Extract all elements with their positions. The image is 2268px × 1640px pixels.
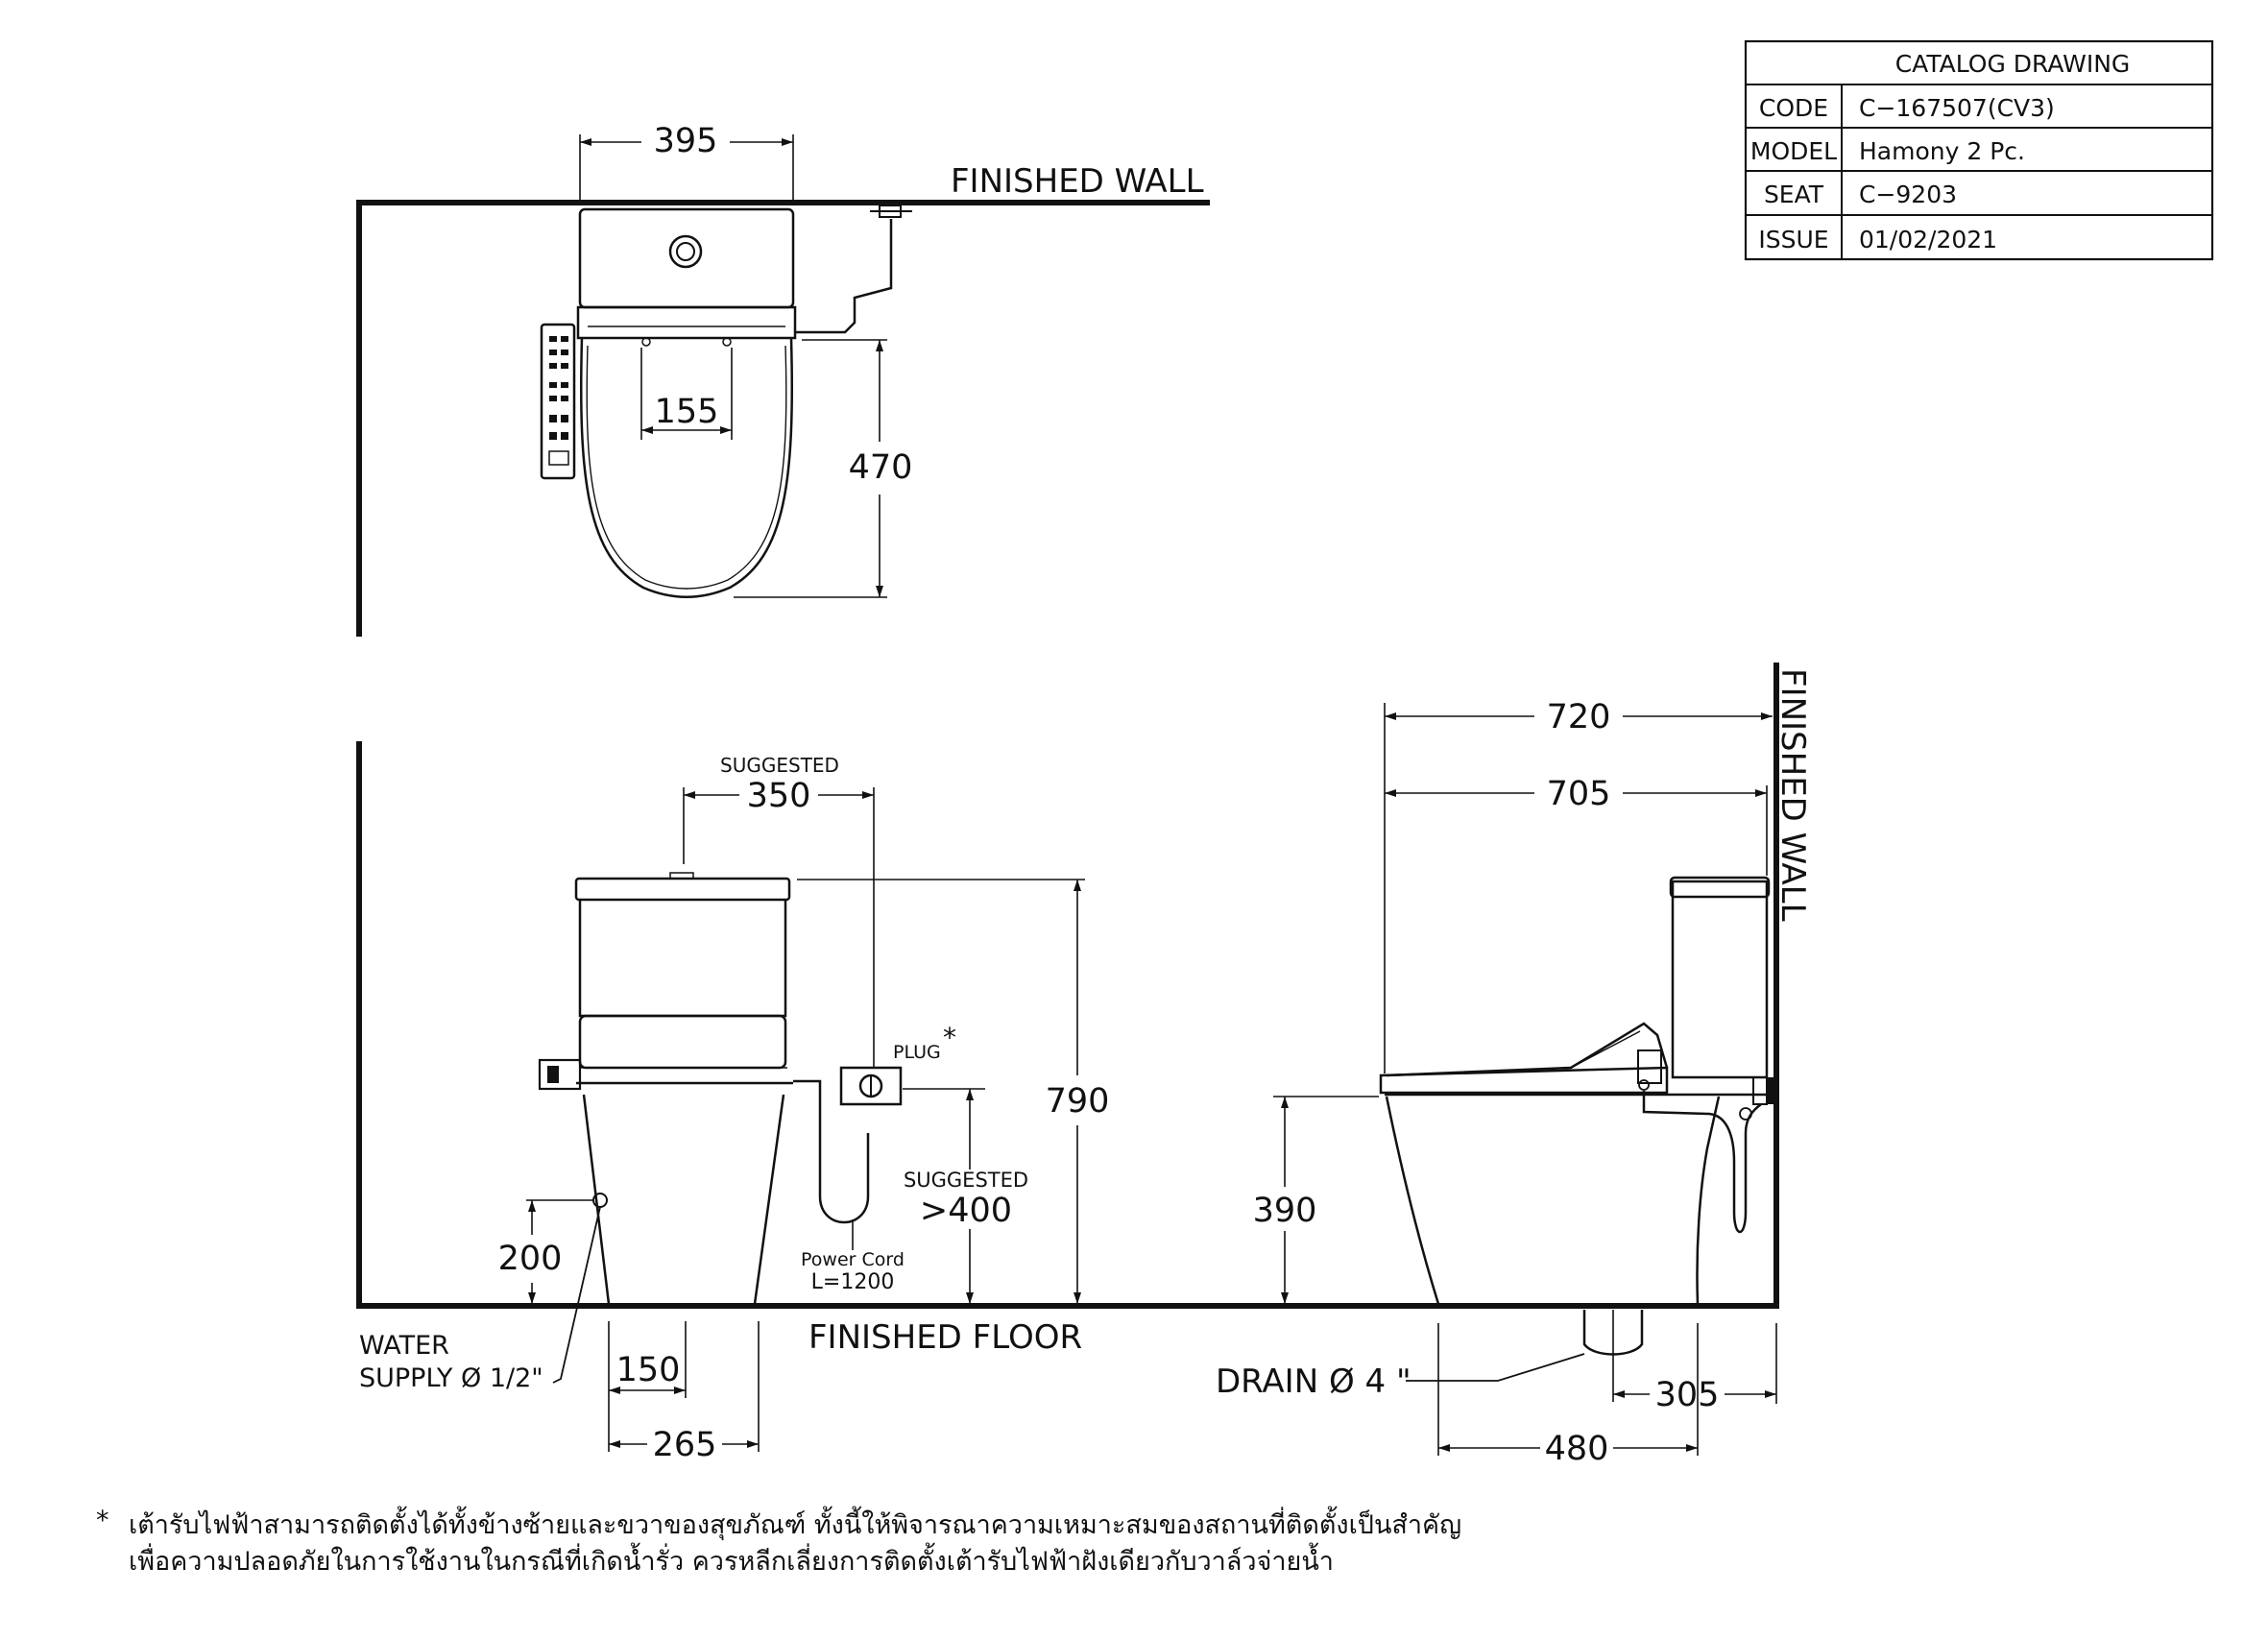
side-seat <box>1379 1066 1669 1095</box>
finished-wall-top-label: FINISHED WALL <box>951 162 1204 201</box>
side-tank-lid <box>1669 876 1771 899</box>
catalog-seat-label: SEAT <box>1764 181 1824 208</box>
plug-label: PLUG <box>893 1042 941 1063</box>
top-view: FINISHED WALL 395 <box>356 122 1210 637</box>
dim-bowl-depth: 705 <box>1547 775 1611 813</box>
suggested-top-label: SUGGESTED <box>720 754 839 777</box>
water-supply-size: SUPPLY Ø 1/2" <box>359 1363 543 1393</box>
seat-hinge-cover <box>576 305 797 340</box>
catalog-code-label: CODE <box>1759 94 1828 122</box>
side-control-panel <box>540 323 576 480</box>
catalog-model-value: Hamony 2 Pc. <box>1859 137 2025 165</box>
finished-floor-label: FINISHED FLOOR <box>808 1318 1082 1357</box>
footnote-line-2: เพื่อความปลอดภัยในการใช้งานในกรณีที่เกิด… <box>129 1547 1334 1577</box>
dim-overall-depth: 720 <box>1547 698 1611 736</box>
dim-overall-height: 790 <box>1046 1082 1110 1121</box>
catalog-seat-value: C−9203 <box>1859 181 1957 208</box>
seat-outline <box>579 337 794 598</box>
plug-mark: * <box>943 1022 956 1053</box>
flush-button-icon <box>668 234 703 269</box>
catalog-code-value: C−167507(CV3) <box>1859 94 2055 122</box>
side-seat-lid <box>1386 1022 1669 1077</box>
power-cord-front <box>793 1079 870 1224</box>
front-seat <box>578 1014 787 1070</box>
water-supply-valve <box>538 1058 582 1091</box>
catalog-issue-value: 01/02/2021 <box>1859 226 1997 253</box>
dim-drain-offset: 305 <box>1655 1376 1720 1414</box>
side-power-cord <box>1642 1091 1762 1233</box>
dim-tank-width: 395 <box>654 122 718 160</box>
dim-suggested-offset: 350 <box>747 777 811 815</box>
dim-seat-depth: 470 <box>849 448 913 487</box>
finished-wall-side-label: FINISHED WALL <box>1773 668 1812 922</box>
drain-label: DRAIN Ø 4 " <box>1216 1363 1411 1401</box>
dim-seat-gap: 155 <box>655 393 719 431</box>
power-cord-length: L=1200 <box>811 1270 895 1294</box>
finished-wall-line <box>356 200 1210 637</box>
front-tank-body <box>578 900 787 1018</box>
side-bowl-back <box>1696 1096 1721 1305</box>
floor-and-walls <box>356 663 1779 1309</box>
water-supply-label: WATER <box>359 1331 449 1361</box>
front-view: FINISHED FLOOR PLUG * Power Cord L=1200 … <box>356 663 1779 1464</box>
power-cord-plan <box>795 219 893 334</box>
catalog-issue-label: ISSUE <box>1758 226 1828 253</box>
footnote-line-1: เต้ารับไฟฟ้าสามารถติดตั้งได้ทั้งข้างซ้าย… <box>129 1510 1462 1540</box>
side-tank <box>1671 880 1769 1079</box>
catalog-model-label: MODEL <box>1750 137 1837 165</box>
tank-top <box>578 207 795 309</box>
dim-supply-offset: 150 <box>616 1351 681 1389</box>
footnote-mark: * <box>96 1506 109 1535</box>
dim-seat-height: 390 <box>1253 1192 1317 1230</box>
catalog-title: CATALOG DRAWING <box>1895 50 2131 78</box>
side-view: FINISHED WALL DRAIN Ø 4 " 720 705 <box>1216 668 1812 1468</box>
plug-box <box>839 1066 903 1106</box>
front-tank-lid <box>574 877 791 902</box>
suggested-mid-label: SUGGESTED <box>904 1169 1028 1192</box>
dim-base-depth: 480 <box>1545 1430 1609 1468</box>
catalog-table: CATALOG DRAWING CODE C−167507(CV3) MODEL… <box>1744 39 2214 261</box>
dim-base-offset: 265 <box>653 1426 717 1464</box>
dim-supply-height: 200 <box>498 1240 563 1278</box>
power-cord-label: Power Cord <box>801 1249 905 1270</box>
side-bowl-front <box>1385 1096 1440 1305</box>
dim-plug-height: >400 <box>920 1192 1012 1230</box>
